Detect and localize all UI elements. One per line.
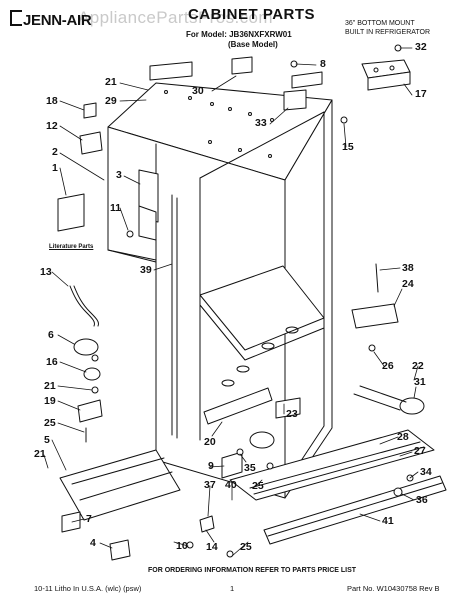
callout-30: 30 [192,85,204,97]
callout-12: 12 [46,120,58,132]
watermark: AppliancePartsPros.com [78,8,273,27]
callout-15: 15 [342,141,354,153]
callout-21b: 21 [44,380,56,392]
callout-25: 25 [44,417,56,429]
callout-36: 36 [416,494,428,506]
callout-38: 38 [402,262,414,274]
callout-22: 22 [412,360,424,372]
brand-name: JENN-AIR [23,12,92,29]
callout-37: 37 [204,479,216,491]
product-line-2: BUILT IN REFRIGERATOR [345,29,431,36]
callout-21: 21 [105,76,117,88]
callout-7: 7 [86,513,92,525]
footer-page-number: 1 [230,584,235,593]
callout-6: 6 [48,329,54,341]
footer-litho: 10-11 Litho In U.S.A. (wlc) (psw) [34,584,142,593]
logo-mark-icon [10,10,22,26]
product-line-1: 36" BOTTOM MOUNT [345,20,415,27]
callout-35: 35 [244,462,256,474]
callout-39: 39 [140,264,152,276]
brand-logo: JENN-AIR [10,10,92,29]
rear-brackets [149,56,323,111]
callout-27: 27 [414,445,426,457]
page-title: CABINET PARTS [188,6,316,23]
callout-25c: 25 [240,541,252,553]
callout-20: 20 [204,436,216,448]
left-small-parts [57,102,103,443]
literature-parts-label: Literature Parts [49,244,94,250]
callout-40: 40 [225,479,237,491]
callout-14: 14 [206,541,218,553]
callout-29: 29 [105,95,117,107]
callout-9: 9 [208,460,214,472]
callout-3: 3 [116,169,122,181]
callout-1: 1 [52,162,58,174]
callout-2: 2 [52,146,58,158]
leader-lines [43,47,419,557]
callout-11: 11 [110,202,122,214]
callout-33: 33 [255,117,267,129]
callout-21c: 21 [34,448,46,460]
callout-4: 4 [90,537,96,549]
callout-19: 19 [44,395,56,407]
top-hinge [361,59,411,91]
callout-17: 17 [415,88,427,100]
callout-24: 24 [402,278,414,290]
callout-31: 31 [414,376,426,388]
callout-32: 32 [415,41,427,53]
callout-10: 10 [176,540,188,552]
callout-5: 5 [44,434,50,446]
callout-28: 28 [397,431,409,443]
callout-18: 18 [46,95,58,107]
callout-16: 16 [46,356,58,368]
cabinet-body [107,82,333,499]
callout-25b: 25 [252,480,264,492]
callout-13: 13 [40,266,52,278]
base-model-label: (Base Model) [228,40,278,49]
ordering-note: FOR ORDERING INFORMATION REFER TO PARTS … [148,567,357,574]
callout-41: 41 [382,515,394,527]
callout-23: 23 [286,408,298,420]
footer-part-number: Part No. W10430758 Rev B [347,584,440,593]
callout-8: 8 [320,58,326,70]
base-assembly [59,44,447,561]
model-number: For Model: JB36NXFXRW01 [186,30,292,39]
callout-34: 34 [420,466,432,478]
callout-26: 26 [382,360,394,372]
